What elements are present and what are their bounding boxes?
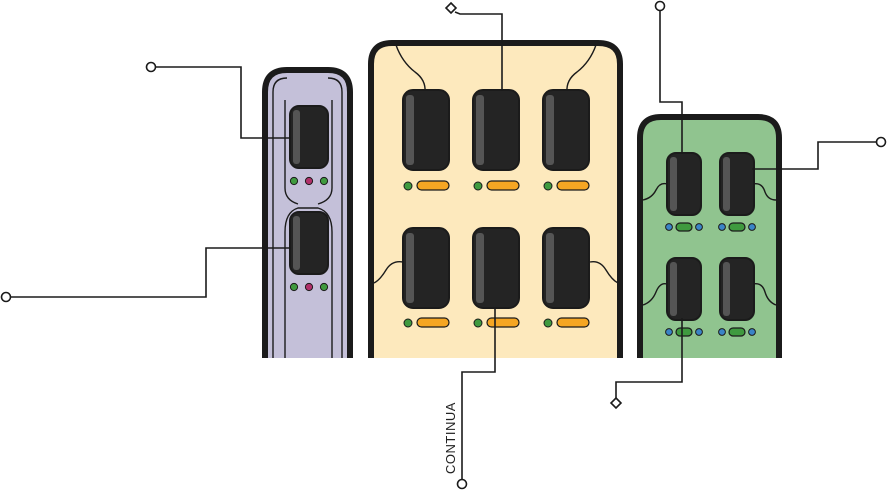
right-curve-top-right bbox=[752, 182, 777, 201]
wire-left-top bbox=[155, 66, 291, 139]
wire-right-top bbox=[659, 10, 683, 154]
indicator-right-2 bbox=[718, 222, 756, 232]
wire-right-side bbox=[752, 141, 877, 170]
module-center-2 bbox=[472, 89, 520, 171]
terminal-circle-left-bottom bbox=[0, 291, 12, 303]
right-curve-top-left bbox=[642, 182, 668, 201]
module-center-1 bbox=[402, 89, 450, 171]
panel-center bbox=[368, 40, 623, 358]
indicator-right-1 bbox=[665, 222, 703, 232]
indicator-left-1 bbox=[289, 176, 329, 186]
panel-left-inner-line-inner bbox=[284, 100, 333, 358]
right-curve-bottom-right bbox=[752, 282, 777, 306]
panel-left bbox=[262, 67, 353, 358]
right-curve-bottom-left bbox=[642, 282, 668, 306]
wire-center-top bbox=[454, 11, 503, 91]
module-center-4 bbox=[402, 227, 450, 309]
terminal-diamond-right-bottom bbox=[609, 396, 623, 410]
indicator-center-2 bbox=[473, 180, 520, 191]
center-curve-top-right bbox=[566, 44, 597, 93]
module-right-2 bbox=[719, 152, 755, 216]
module-right-4 bbox=[719, 257, 755, 321]
indicator-right-4 bbox=[718, 327, 756, 337]
center-curve-mid-left bbox=[373, 260, 404, 284]
terminal-circle-center-bottom bbox=[456, 478, 468, 490]
center-curve-top-left bbox=[395, 44, 426, 93]
terminal-circle-right-top bbox=[654, 0, 666, 12]
indicator-left-2 bbox=[289, 282, 329, 292]
module-left-2 bbox=[289, 211, 329, 275]
indicator-center-6 bbox=[543, 317, 590, 328]
indicator-right-3 bbox=[665, 327, 703, 337]
wire-center-bottom bbox=[461, 308, 496, 480]
continua-label: CONTINUA bbox=[443, 402, 458, 474]
terminal-circle-left-top bbox=[145, 61, 157, 73]
panel-left-inner-line-outer bbox=[272, 77, 343, 358]
indicator-center-1 bbox=[403, 180, 450, 191]
module-center-3 bbox=[542, 89, 590, 171]
wire-left-bottom bbox=[9, 247, 291, 298]
terminal-circle-right-side bbox=[875, 136, 887, 148]
indicator-center-3 bbox=[543, 180, 590, 191]
module-right-1 bbox=[666, 152, 702, 216]
module-right-3 bbox=[666, 257, 702, 321]
panel-right-body bbox=[637, 114, 782, 358]
terminal-diamond-center-top bbox=[444, 1, 458, 15]
wire-right-bottom bbox=[615, 318, 683, 400]
module-center-5 bbox=[472, 227, 520, 309]
connector-wires bbox=[9, 10, 877, 480]
indicator-center-4 bbox=[403, 317, 450, 328]
panel-right bbox=[637, 114, 782, 358]
center-curve-mid-right bbox=[589, 260, 619, 284]
module-left-1 bbox=[289, 105, 329, 169]
module-center-6 bbox=[542, 227, 590, 309]
